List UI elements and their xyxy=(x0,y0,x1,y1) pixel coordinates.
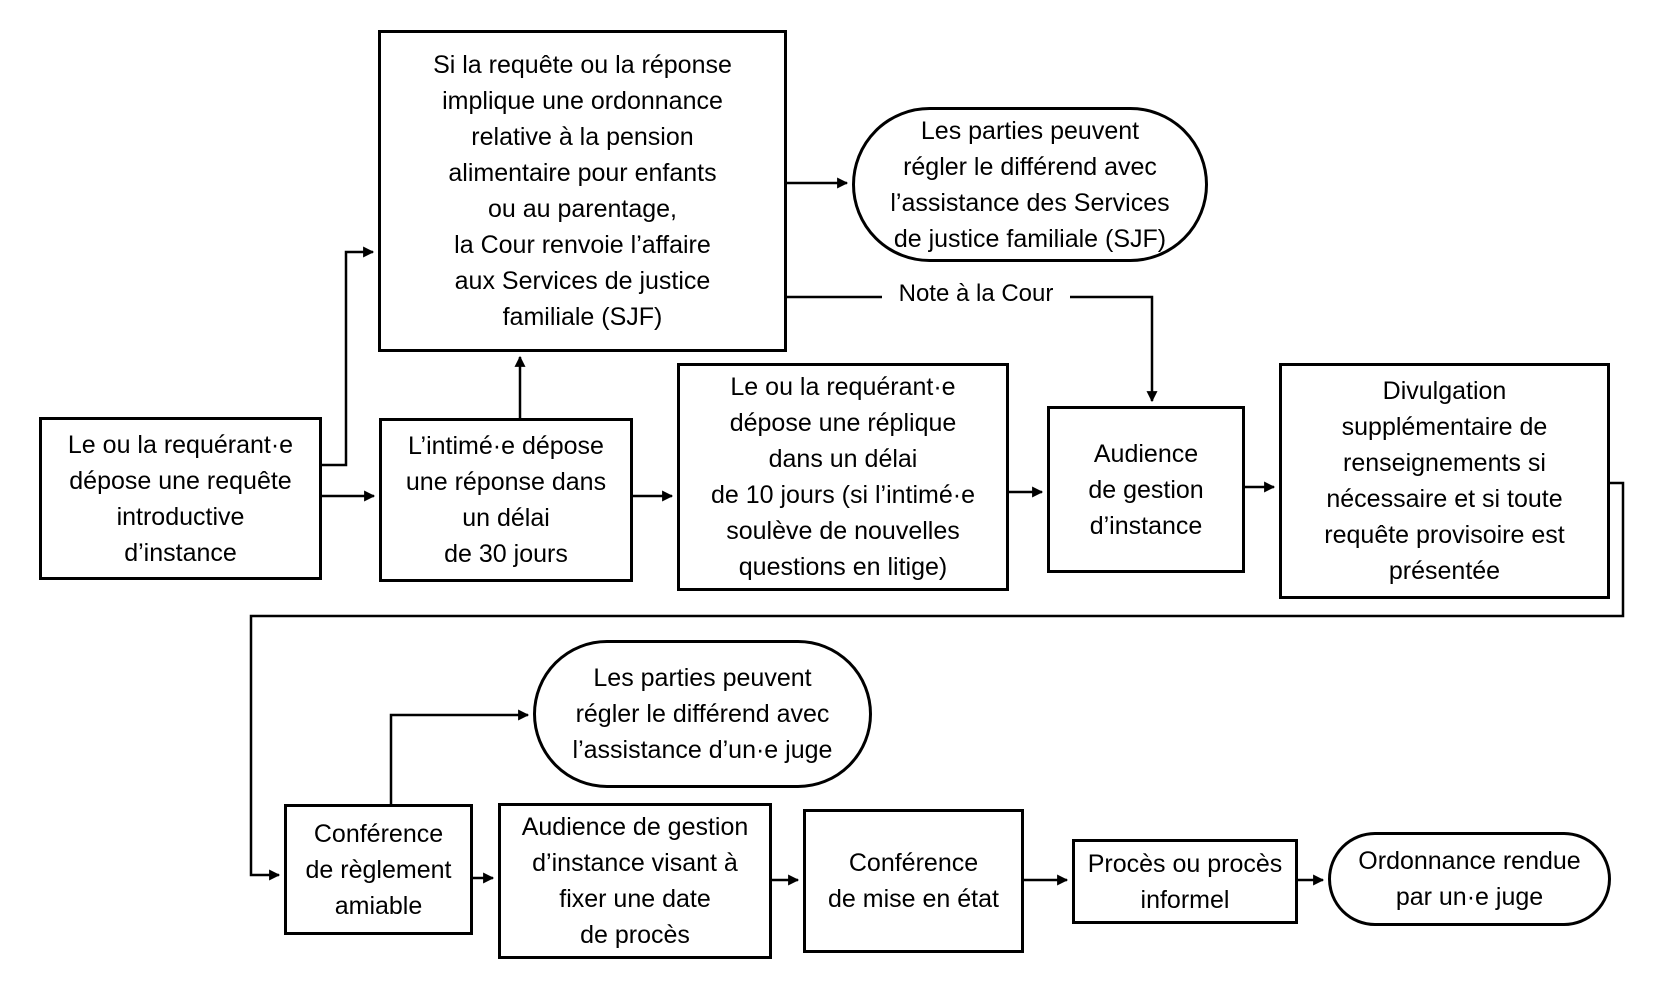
node-applicant-reply: Le ou la requérant·e dépose une réplique… xyxy=(677,363,1009,591)
node-sjf-settlement: Les parties peuvent régler le différend … xyxy=(852,107,1208,262)
node-sjf-referral: Si la requête ou la réponse implique une… xyxy=(378,30,787,352)
node-additional-disclosure: Divulgation supplémentaire de renseignem… xyxy=(1279,363,1610,599)
connector-disclosure-to-settlement-conf xyxy=(249,481,1625,881)
node-trial-date-hearing: Audience de gestion d’instance visant à … xyxy=(498,803,772,959)
node-trial: Procès ou procès informel xyxy=(1072,839,1298,924)
node-settlement-conference: Conférence de règlement amiable xyxy=(284,804,473,935)
connector-note-to-case-mgmt xyxy=(1070,295,1158,403)
connector-applicant-to-referral xyxy=(322,246,375,467)
connector-settlement-conf-to-judge-settlement xyxy=(389,709,530,804)
note-to-court-label: Note à la Cour xyxy=(884,280,1068,308)
node-judge-settlement: Les parties peuvent régler le différend … xyxy=(533,640,872,788)
node-trial-readiness-conference: Conférence de mise en état xyxy=(803,809,1024,953)
node-case-management-hearing: Audience de gestion d’instance xyxy=(1047,406,1245,573)
node-applicant-files: Le ou la requérant·e dépose une requête … xyxy=(39,417,322,580)
node-order-made: Ordonnance rendue par un·e juge xyxy=(1328,832,1611,926)
node-respondent-response: L’intimé·e dépose une réponse dans un dé… xyxy=(379,418,633,582)
